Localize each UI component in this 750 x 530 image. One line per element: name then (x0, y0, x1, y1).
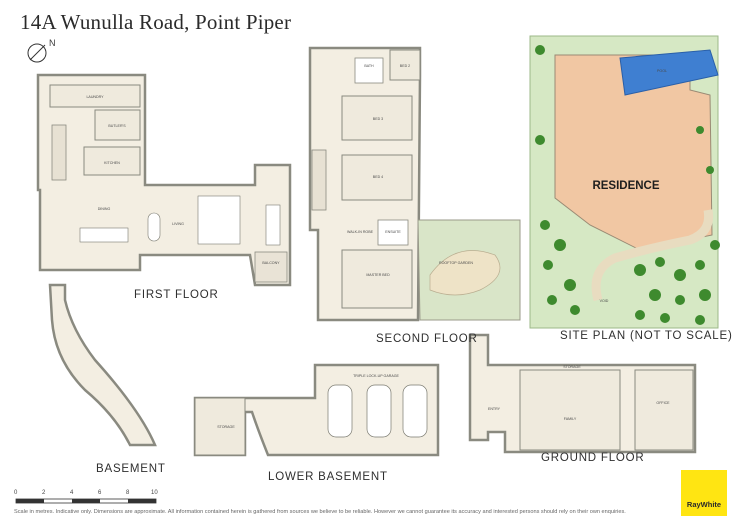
kitchen-label: KITCHEN (104, 161, 120, 165)
living-label: LIVING (172, 222, 184, 226)
entry-label: ENTRY (488, 407, 501, 411)
residence-label: RESIDENCE (592, 180, 659, 192)
master-label: MASTER BED (366, 273, 390, 277)
bed4-label: BED 4 (373, 175, 383, 179)
butlers-label: BUTLER'S (108, 124, 126, 128)
void-label: VOID (600, 299, 609, 303)
scale-tick-0: 0 (14, 490, 18, 496)
north-arrow-icon (26, 40, 52, 64)
office-label: OFFICE (656, 401, 670, 405)
basement-plan (48, 283, 157, 447)
site-plan-label: SITE PLAN (NOT TO SCALE) (560, 330, 733, 342)
site-trees (535, 45, 720, 325)
garage-cars (327, 384, 428, 438)
balcony-label: BALCONY (262, 261, 280, 265)
scale-tick-10: 10 (151, 490, 158, 496)
laundry-label: LAUNDRY (86, 95, 104, 99)
lower-basement-plan: TRIPLE LOCK-UP GARAGE STORAGE (193, 363, 440, 457)
basement-label: BASEMENT (96, 463, 166, 475)
lb-storage-label: STORAGE (217, 425, 235, 429)
first-floor-plan: LAUNDRY BUTLER'S KITCHEN DINING LIVING B… (36, 73, 292, 287)
page-title: 14A Wunulla Road, Point Piper (20, 10, 292, 34)
north-label: N (49, 38, 56, 48)
pool-label: POOL (657, 69, 667, 73)
disclaimer-text: Scale in metres. Indicative only. Dimens… (14, 509, 626, 515)
rooftop-label: ROOFTOP GARDEN (439, 261, 473, 265)
family-label: FAMILY (564, 417, 577, 421)
bath-label: BATH (364, 64, 374, 68)
scale-tick-8: 8 (126, 490, 130, 496)
site-plan: RESIDENCE POOL VOID (529, 35, 720, 329)
bed3-label: BED 3 (373, 117, 383, 121)
bed2-label: BED 2 (400, 64, 410, 68)
second-floor-label: SECOND FLOOR (376, 333, 478, 345)
raywhite-logo-text: RayWhite (686, 500, 722, 509)
scale-tick-6: 6 (98, 490, 102, 496)
scale-tick-2: 2 (42, 490, 46, 496)
gf-storage-label: STORAGE (563, 365, 581, 369)
scale-tick-4: 4 (70, 490, 74, 496)
raywhite-logo: RayWhite (681, 470, 727, 516)
dining-label: DINING (98, 207, 111, 211)
first-floor-label: FIRST FLOOR (134, 289, 219, 301)
scale-bar (15, 498, 157, 504)
ensuite-label: ENSUITE (385, 230, 401, 234)
ground-floor-label: GROUND FLOOR (541, 452, 645, 464)
garage-label: TRIPLE LOCK-UP GARAGE (353, 374, 399, 378)
ground-floor-plan: STORAGE FAMILY OFFICE ENTRY (468, 333, 697, 454)
second-floor-plan: BED 2 BED 3 BED 4 ENSUITE BATH WALK-IN R… (308, 46, 521, 322)
walkin-label: WALK-IN ROBE (347, 230, 374, 234)
lower-basement-label: LOWER BASEMENT (268, 471, 388, 483)
